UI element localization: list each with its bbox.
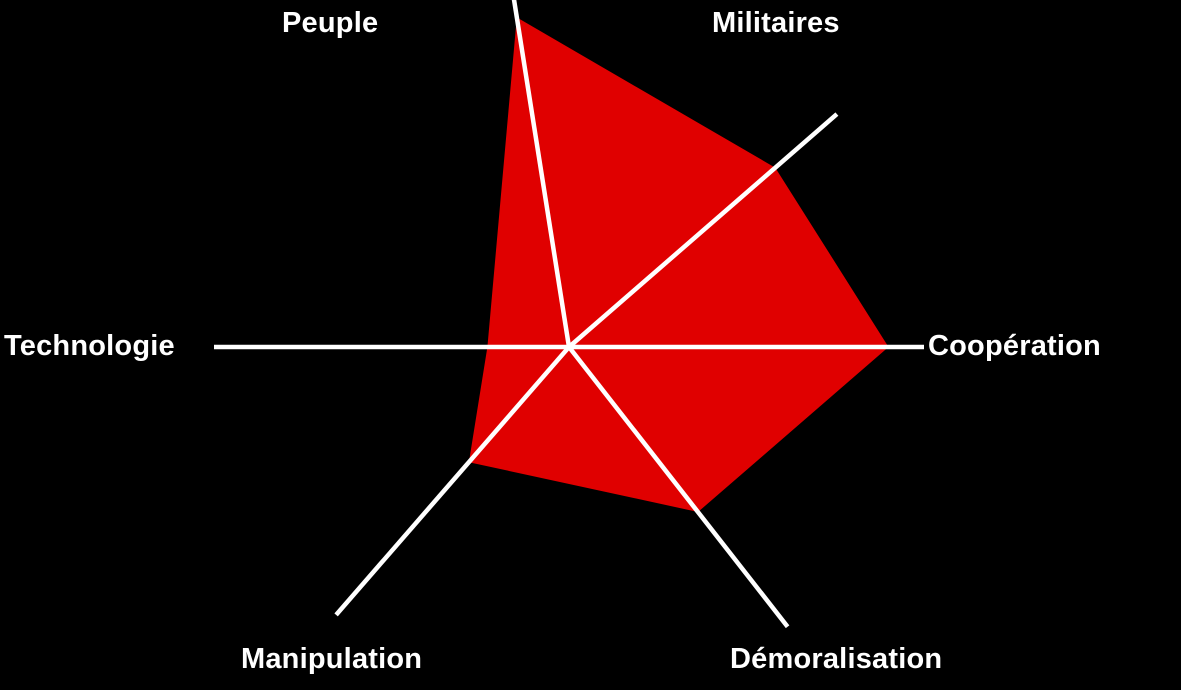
series-area-evaluation — [468, 17, 889, 513]
axis-label-demoralisation: Démoralisation — [730, 643, 943, 675]
axis-line-peuple — [511, 0, 572, 348]
axis-label-manipulation: Manipulation — [241, 643, 423, 675]
axis-line-manipulation — [334, 345, 571, 617]
axis-label-technologie: Technologie — [4, 330, 175, 362]
axis-line-militaires — [567, 112, 839, 349]
axis-line-demoralisation — [567, 345, 790, 629]
axis-label-militaires: Militaires — [712, 7, 840, 39]
axis-lines-group — [214, 0, 924, 629]
axis-label-peuple: Peuple — [282, 7, 379, 39]
axis-label-cooperation: Coopération — [928, 330, 1101, 362]
